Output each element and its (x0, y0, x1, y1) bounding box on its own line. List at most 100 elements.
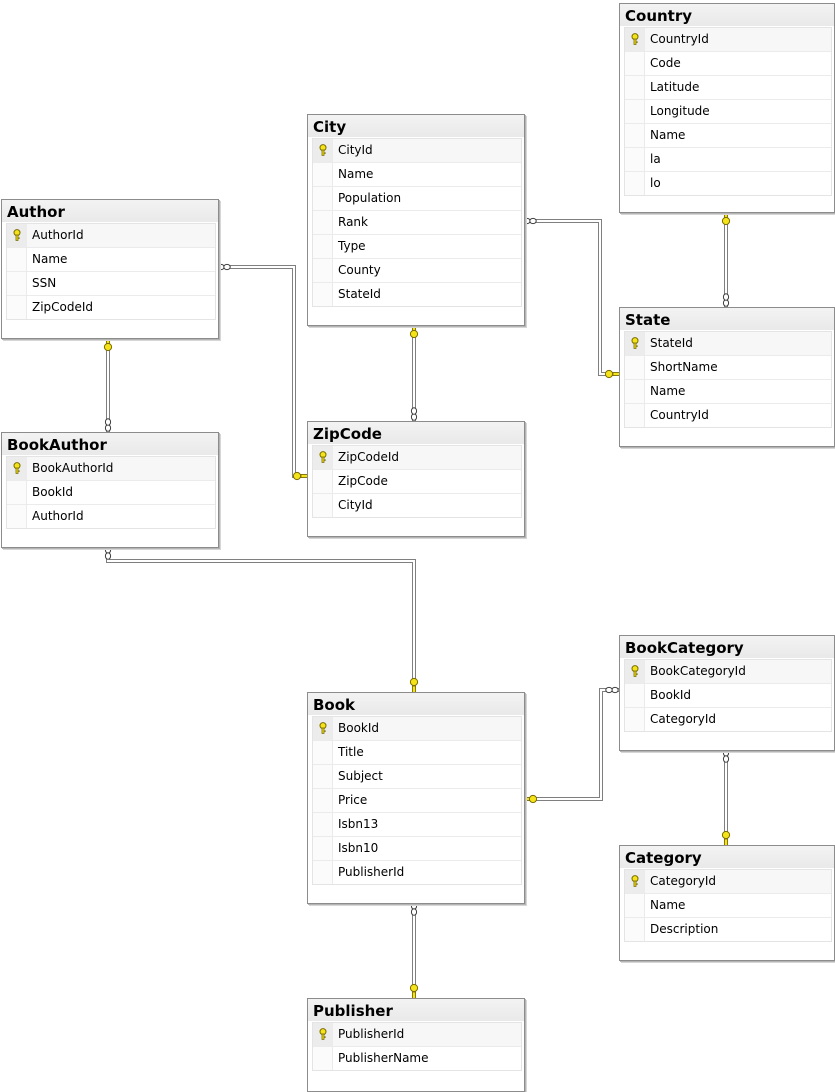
column-row[interactable]: la (625, 147, 831, 171)
primary-key-column[interactable]: AuthorId (7, 223, 215, 247)
column-row[interactable]: PublisherName (313, 1046, 521, 1070)
column-row[interactable]: BookId (7, 480, 215, 504)
row-selector[interactable] (313, 494, 333, 517)
row-selector[interactable] (625, 28, 645, 51)
row-selector[interactable] (625, 124, 645, 147)
column-row[interactable]: lo (625, 171, 831, 195)
table-title[interactable]: State (620, 308, 834, 331)
row-selector[interactable] (625, 148, 645, 171)
row-selector[interactable] (625, 870, 645, 893)
row-selector[interactable] (313, 741, 333, 764)
table-title[interactable]: BookCategory (620, 636, 834, 659)
row-selector[interactable] (7, 248, 27, 271)
column-row[interactable]: Name (625, 379, 831, 403)
relationship-line[interactable] (523, 219, 619, 376)
primary-key-column[interactable]: BookCategoryId (625, 659, 831, 683)
row-selector[interactable] (313, 837, 333, 860)
column-row[interactable]: Isbn13 (313, 812, 521, 836)
table-title[interactable]: Publisher (308, 999, 524, 1022)
column-row[interactable]: AuthorId (7, 504, 215, 528)
row-selector[interactable] (313, 1023, 333, 1046)
column-row[interactable]: Description (625, 917, 831, 941)
column-row[interactable]: Name (625, 893, 831, 917)
relationship-line[interactable] (106, 546, 416, 692)
row-selector[interactable] (7, 272, 27, 295)
row-selector[interactable] (625, 172, 645, 195)
row-selector[interactable] (313, 283, 333, 306)
row-selector[interactable] (625, 708, 645, 731)
row-selector[interactable] (313, 861, 333, 884)
row-selector[interactable] (313, 139, 333, 162)
relationship-line[interactable] (217, 265, 307, 478)
primary-key-column[interactable]: StateId (625, 331, 831, 355)
column-row[interactable]: Name (313, 162, 521, 186)
table-title[interactable]: Category (620, 846, 834, 869)
column-row[interactable]: StateId (313, 282, 521, 306)
row-selector[interactable] (313, 470, 333, 493)
column-row[interactable]: SSN (7, 271, 215, 295)
column-row[interactable]: Isbn10 (313, 836, 521, 860)
column-row[interactable]: County (313, 258, 521, 282)
column-row[interactable]: Latitude (625, 75, 831, 99)
column-row[interactable]: Name (7, 247, 215, 271)
row-selector[interactable] (7, 296, 27, 319)
row-selector[interactable] (7, 481, 27, 504)
column-row[interactable]: BookId (625, 683, 831, 707)
primary-key-column[interactable]: PublisherId (313, 1022, 521, 1046)
row-selector[interactable] (313, 1047, 333, 1070)
table-title[interactable]: ZipCode (308, 422, 524, 445)
relationship-line[interactable] (523, 688, 619, 801)
column-row[interactable]: ZipCode (313, 469, 521, 493)
column-row[interactable]: Rank (313, 210, 521, 234)
row-selector[interactable] (625, 100, 645, 123)
column-row[interactable]: Name (625, 123, 831, 147)
column-row[interactable]: CategoryId (625, 707, 831, 731)
column-row[interactable]: Type (313, 234, 521, 258)
row-selector[interactable] (7, 505, 27, 528)
primary-key-column[interactable]: CountryId (625, 27, 831, 51)
row-selector[interactable] (625, 52, 645, 75)
primary-key-column[interactable]: CategoryId (625, 869, 831, 893)
table-title[interactable]: Book (308, 693, 524, 716)
column-row[interactable]: PublisherId (313, 860, 521, 884)
row-selector[interactable] (625, 918, 645, 941)
row-selector[interactable] (313, 163, 333, 186)
row-selector[interactable] (625, 684, 645, 707)
table-title[interactable]: BookAuthor (2, 433, 218, 456)
row-selector[interactable] (625, 332, 645, 355)
row-selector[interactable] (625, 76, 645, 99)
row-selector[interactable] (625, 660, 645, 683)
primary-key-column[interactable]: BookAuthorId (7, 456, 215, 480)
row-selector[interactable] (7, 224, 27, 247)
row-selector[interactable] (625, 380, 645, 403)
table-title[interactable]: Author (2, 200, 218, 223)
row-selector[interactable] (313, 813, 333, 836)
row-selector[interactable] (313, 211, 333, 234)
column-row[interactable]: CityId (313, 493, 521, 517)
row-selector[interactable] (313, 765, 333, 788)
column-row[interactable]: Code (625, 51, 831, 75)
row-selector[interactable] (7, 457, 27, 480)
column-row[interactable]: Title (313, 740, 521, 764)
primary-key-column[interactable]: ZipCodeId (313, 445, 521, 469)
row-selector[interactable] (313, 789, 333, 812)
column-row[interactable]: Longitude (625, 99, 831, 123)
row-selector[interactable] (625, 894, 645, 917)
row-selector[interactable] (625, 356, 645, 379)
row-selector[interactable] (313, 446, 333, 469)
table-title[interactable]: City (308, 115, 524, 138)
column-row[interactable]: Price (313, 788, 521, 812)
column-row[interactable]: CountryId (625, 403, 831, 427)
row-selector[interactable] (313, 259, 333, 282)
column-row[interactable]: Subject (313, 764, 521, 788)
